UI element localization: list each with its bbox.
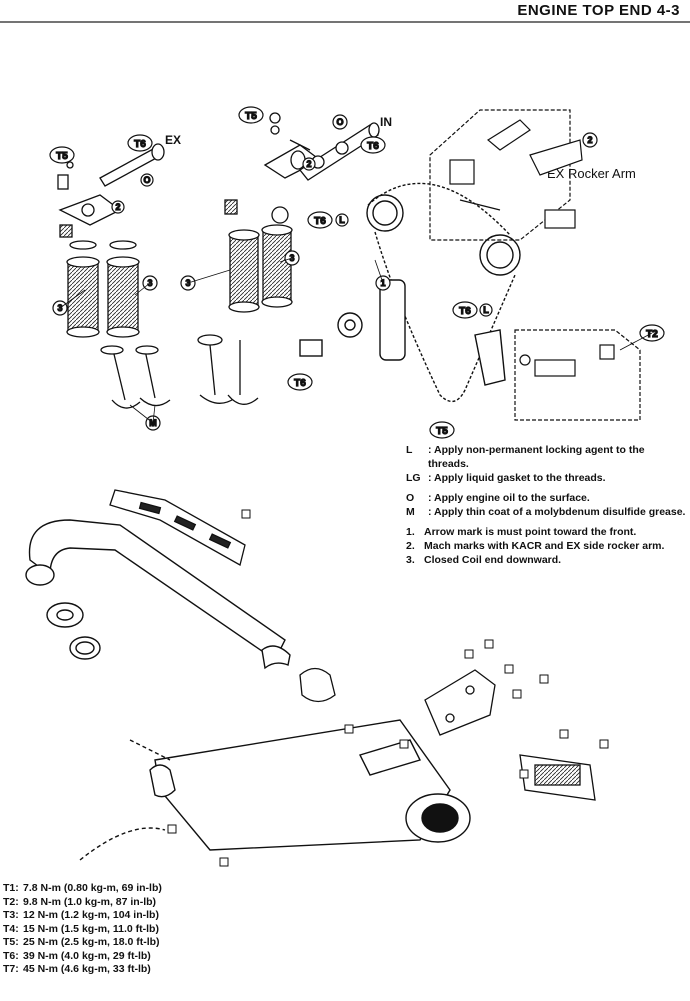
- ex-label: EX: [165, 133, 182, 147]
- exhaust-heat-guard: [109, 489, 246, 566]
- torque-t1: T1:7.8 N-m (0.80 kg-m, 69 in-lb): [3, 882, 162, 894]
- callout-t6-l-mid: T6: [307, 211, 333, 229]
- svg-text:T2: T2: [646, 329, 658, 340]
- fasteners: [167, 509, 609, 867]
- svg-text:T6: T6: [314, 216, 326, 227]
- tensioner-assembly: [514, 329, 641, 421]
- callout-t6-bottom: T6: [287, 373, 313, 391]
- muffler: [79, 719, 471, 861]
- callout-t6-l-right: T6: [452, 301, 478, 319]
- svg-text:T5: T5: [56, 151, 68, 162]
- legend-item-lg: LG: Apply liquid gasket to the threads.: [406, 472, 606, 484]
- callout-l-right: L: [479, 303, 493, 317]
- camshaft-in: [299, 122, 380, 181]
- svg-text:L: L: [339, 215, 345, 225]
- note-2: 2.Mach marks with KACR and EX side rocke…: [406, 540, 665, 552]
- callout-t5-bottom: T5: [429, 421, 455, 439]
- leader-lines: [59, 257, 653, 424]
- svg-text:T5: T5: [436, 426, 448, 437]
- notes: 1.Arrow mark is must point toward the fr…: [406, 525, 686, 567]
- note-3: 3.Closed Coil end downward.: [406, 554, 562, 566]
- svg-text:T6: T6: [294, 378, 306, 389]
- exhaust-pipe: [25, 519, 291, 670]
- svg-text:L: L: [483, 305, 489, 315]
- callout-2-center: 2: [302, 157, 316, 171]
- legend-item-l: L: Apply non-permanent locking agent to …: [406, 444, 645, 470]
- svg-text:O: O: [143, 175, 150, 185]
- torque-t6: T6:39 N-m (4.0 kg-m, 29 ft-lb): [3, 949, 151, 962]
- svg-text:2: 2: [306, 159, 311, 169]
- torque-t2: T2:9.8 N-m (1.0 kg-m, 87 in-lb): [3, 895, 157, 908]
- svg-text:T6: T6: [367, 141, 379, 152]
- callout-2-right: 2: [582, 132, 598, 148]
- ex-rocker-arm-label: EX Rocker Arm: [547, 166, 636, 181]
- rocker-arm-inset: [429, 109, 583, 241]
- callout-t5-left: T5: [49, 146, 75, 164]
- svg-text:T6: T6: [459, 306, 471, 317]
- valve-train-left: [57, 143, 171, 409]
- cam-chain-assembly: [299, 182, 521, 403]
- svg-text:2: 2: [587, 135, 592, 145]
- muffler-cover: [519, 754, 596, 801]
- svg-text:T5: T5: [245, 111, 257, 122]
- muffler-bracket: [424, 669, 496, 736]
- svg-text:O: O: [336, 117, 343, 127]
- svg-text:T6: T6: [134, 139, 146, 150]
- torque-t4: T4:15 N-m (1.5 kg-m, 11.0 ft-lb): [3, 922, 159, 935]
- torque-t7: T7:45 N-m (4.6 kg-m, 33 ft-lb): [3, 963, 151, 975]
- torque-t5: T5:25 N-m (2.5 kg-m, 18.0 ft-lb): [3, 936, 160, 948]
- svg-text:2: 2: [115, 202, 120, 212]
- valve-train-center: [197, 112, 322, 405]
- legend-item-o: O: Apply engine oil to the surface.: [406, 492, 590, 504]
- callout-o-ex: O: [140, 173, 154, 187]
- legend-item-m: M: Apply thin coat of a molybdenum disul…: [406, 506, 686, 518]
- exhaust-gasket: [299, 667, 336, 703]
- note-1: 1.Arrow mark is must point toward the fr…: [406, 526, 637, 538]
- callout-t6-ex: T6: [127, 134, 153, 152]
- in-label: IN: [380, 115, 392, 129]
- valve-spring-left-a: [66, 256, 100, 338]
- torque-t3: T3:12 N-m (1.2 kg-m, 104 in-lb): [3, 909, 159, 921]
- callout-o-in: O: [332, 114, 348, 130]
- page-header: ENGINE TOP END 4-3: [517, 2, 680, 19]
- callout-t6-in: T6: [360, 136, 386, 154]
- legend: L: Apply non-permanent locking agent to …: [406, 443, 686, 567]
- callout-l-mid: L: [335, 213, 349, 227]
- callout-t5-top: T5: [238, 106, 264, 124]
- torque-table: T1:7.8 N-m (0.80 kg-m, 69 in-lb) T2:9.8 …: [3, 882, 162, 977]
- valve-spring-left-b: [106, 256, 140, 338]
- callout-2-left: 2: [111, 200, 125, 214]
